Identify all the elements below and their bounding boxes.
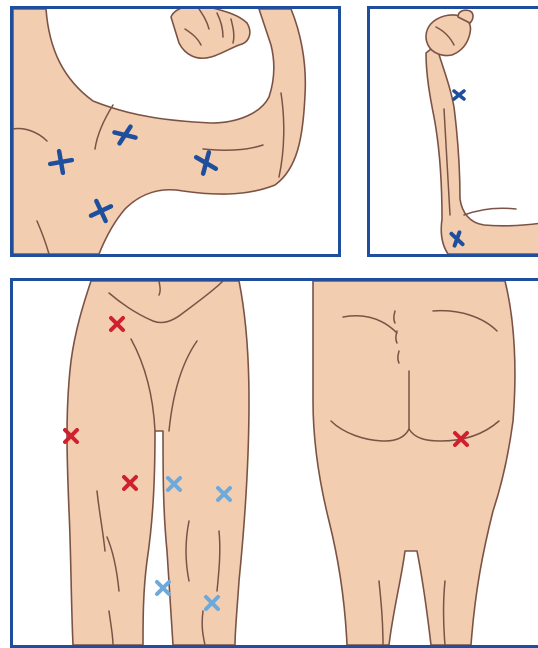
legs-panel <box>10 278 538 648</box>
shoulder-arm-panel <box>10 6 341 257</box>
injection-site-marker-icon <box>48 149 73 174</box>
injection-site-marker-icon <box>218 488 230 500</box>
injection-site-marker-icon <box>455 433 467 445</box>
injection-site-marker-icon <box>86 196 115 225</box>
legs-markers <box>13 281 538 645</box>
injection-site-marker-icon <box>168 478 180 490</box>
injection-site-marker-icon <box>454 91 464 99</box>
forearm-markers <box>370 9 538 254</box>
injection-site-marker-icon <box>114 126 135 143</box>
injection-site-marker-icon <box>65 430 77 442</box>
shoulder-markers <box>13 9 338 254</box>
injection-site-marker-icon <box>448 230 466 248</box>
injection-site-marker-icon <box>193 150 220 177</box>
forearm-panel <box>367 6 538 257</box>
injection-site-marker-icon <box>111 318 123 330</box>
injection-site-marker-icon <box>124 477 136 489</box>
injection-site-marker-icon <box>206 597 218 609</box>
injection-site-marker-icon <box>157 582 169 594</box>
